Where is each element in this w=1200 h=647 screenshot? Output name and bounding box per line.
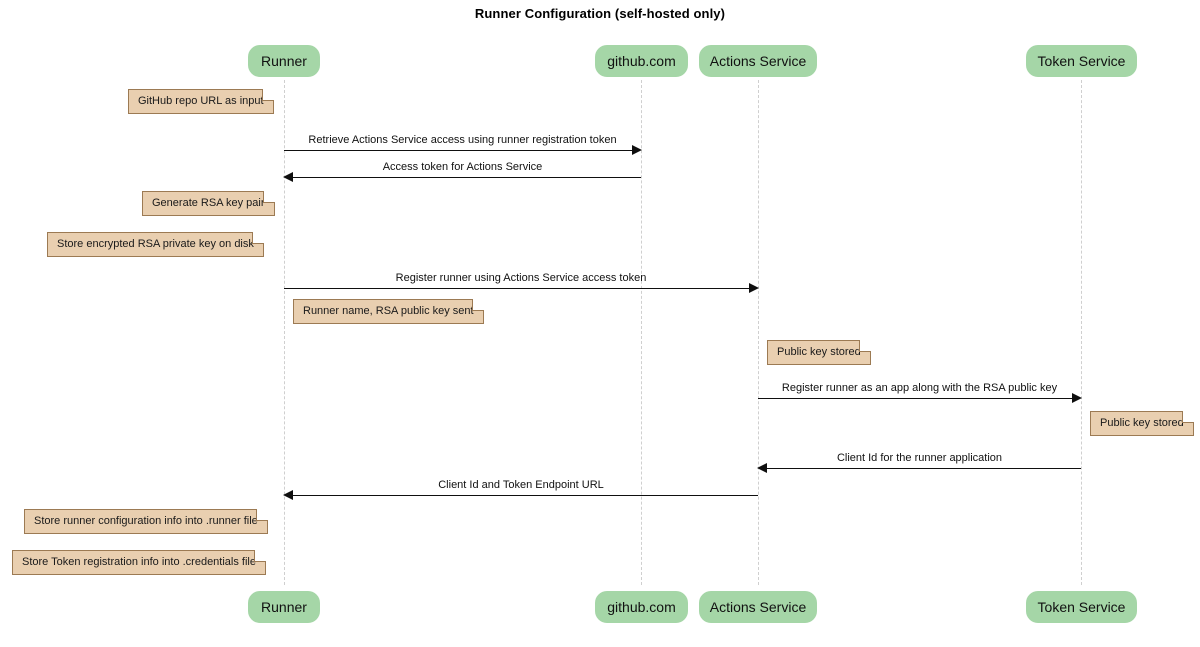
participant-token-bottom[interactable]: Token Service <box>1026 591 1137 623</box>
message-line-access-token <box>292 177 641 178</box>
arrowhead-left-client-id-token-endpoint <box>283 490 293 500</box>
lifeline-github <box>641 80 642 585</box>
note-generate-rsa-key-pair: Generate RSA key pair <box>142 191 275 216</box>
note-fold-icon <box>1181 411 1194 423</box>
message-line-retrieve-actions-access <box>284 150 633 151</box>
message-line-register-app <box>758 398 1073 399</box>
note-fold-icon <box>471 299 484 311</box>
note-label: Store encrypted RSA private key on disk <box>57 238 254 250</box>
participant-github-bottom[interactable]: github.com <box>595 591 688 623</box>
participant-github-top[interactable]: github.com <box>595 45 688 77</box>
arrowhead-left-access-token <box>283 172 293 182</box>
message-line-client-id-runner-app <box>766 468 1081 469</box>
message-label-client-id-token-endpoint: Client Id and Token Endpoint URL <box>438 479 604 491</box>
message-label-client-id-runner-app: Client Id for the runner application <box>836 452 1003 464</box>
arrowhead-right-retrieve-actions-access <box>632 145 642 155</box>
note-store-encrypted-private-key: Store encrypted RSA private key on disk <box>47 232 264 257</box>
note-label: Store runner configuration info into .ru… <box>34 515 258 527</box>
participant-actions-bottom[interactable]: Actions Service <box>699 591 817 623</box>
note-label: Runner name, RSA public key sent <box>303 305 474 317</box>
note-public-key-stored-token: Public key stored <box>1090 411 1194 436</box>
message-line-client-id-token-endpoint <box>292 495 758 496</box>
message-label-access-token: Access token for Actions Service <box>382 161 543 173</box>
arrowhead-right-register-runner <box>749 283 759 293</box>
arrowhead-left-client-id-runner-app <box>757 463 767 473</box>
note-fold-icon <box>251 232 264 244</box>
note-fold-icon <box>262 191 275 203</box>
lifeline-runner <box>284 80 285 585</box>
message-line-register-runner <box>284 288 750 289</box>
note-label: Store Token registration info into .cred… <box>22 556 256 568</box>
arrowhead-right-register-app <box>1072 393 1082 403</box>
note-store-token-registration: Store Token registration info into .cred… <box>12 550 266 575</box>
note-github-repo-url: GitHub repo URL as input <box>128 89 274 114</box>
diagram-title: Runner Configuration (self-hosted only) <box>474 6 726 21</box>
note-fold-icon <box>261 89 274 101</box>
message-label-register-runner: Register runner using Actions Service ac… <box>395 272 647 284</box>
lifeline-actions <box>758 80 759 585</box>
participant-actions-top[interactable]: Actions Service <box>699 45 817 77</box>
participant-token-top[interactable]: Token Service <box>1026 45 1137 77</box>
note-fold-icon <box>253 550 266 562</box>
participant-runner-bottom[interactable]: Runner <box>248 591 320 623</box>
note-label: Public key stored <box>1100 417 1184 429</box>
lifeline-token <box>1081 80 1082 585</box>
message-label-retrieve-actions-access: Retrieve Actions Service access using ru… <box>308 134 617 146</box>
note-public-key-stored-actions: Public key stored <box>767 340 871 365</box>
message-label-register-app: Register runner as an app along with the… <box>781 382 1058 394</box>
note-store-runner-config: Store runner configuration info into .ru… <box>24 509 268 534</box>
participant-runner-top[interactable]: Runner <box>248 45 320 77</box>
note-fold-icon <box>255 509 268 521</box>
note-runner-name-public-key: Runner name, RSA public key sent <box>293 299 484 324</box>
note-label: Generate RSA key pair <box>152 197 265 209</box>
note-fold-icon <box>858 340 871 352</box>
note-label: Public key stored <box>777 346 861 358</box>
note-label: GitHub repo URL as input <box>138 95 264 107</box>
